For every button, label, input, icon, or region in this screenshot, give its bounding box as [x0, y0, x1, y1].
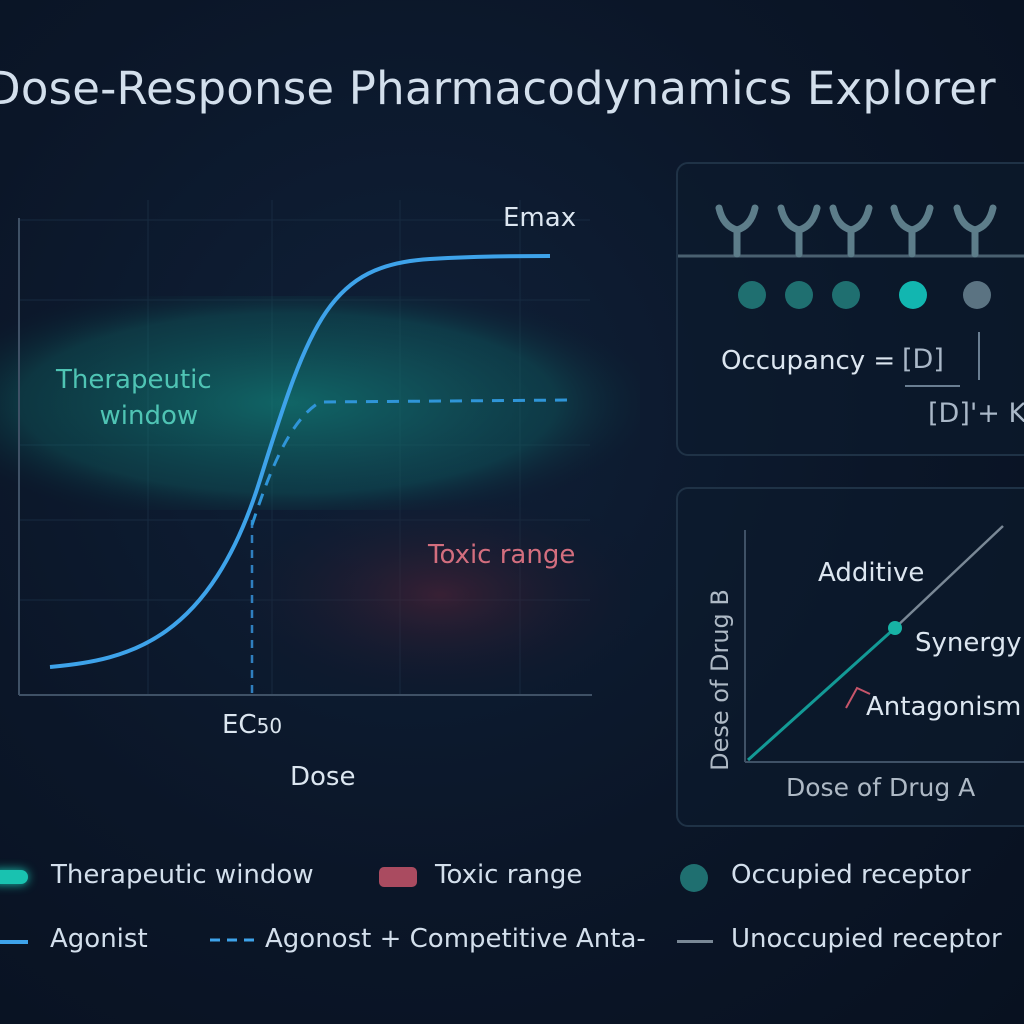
- therapeutic-label-line1: Therapeutic: [56, 365, 212, 395]
- drug-interaction-panel: [676, 487, 1024, 827]
- legend-toxic-swatch: [379, 867, 417, 887]
- receptor-icon: [715, 204, 759, 258]
- agonist-curve: [49, 254, 551, 669]
- legend-therapeutic-label: Therapeutic window: [51, 860, 314, 890]
- legend-toxic-label: Toxic range: [435, 860, 583, 890]
- receptor-icon: [953, 204, 997, 258]
- receptor-icon: [777, 204, 821, 258]
- drug-b-axis-label: Dese of Drug B: [706, 589, 734, 771]
- occupancy-formula-left: Occupancy =: [721, 346, 896, 376]
- formula-denominator-text: [D]'+ K: [928, 398, 1024, 429]
- additive-line: [894, 525, 1004, 629]
- axes: [18, 218, 592, 696]
- synergy-line: [746, 626, 897, 762]
- antagonism-label: Antagonism: [866, 692, 1022, 722]
- legend-unoccupied-swatch: [677, 940, 713, 943]
- occupancy-formula-numerator: [D]: [902, 344, 944, 375]
- legend-agonist-label: Agonist: [50, 924, 148, 954]
- legend-occupied-swatch: [680, 864, 708, 892]
- occupied-receptor-dot: [785, 281, 813, 309]
- ec50-label-text: EC: [222, 710, 257, 740]
- therapeutic-window-band: [0, 296, 640, 510]
- synergy-label: Synergy: [915, 628, 1022, 658]
- legend-agonist-swatch: [0, 940, 28, 944]
- synergy-point: [888, 621, 902, 635]
- drug-a-axis-label: Dose of Drug A: [786, 773, 976, 802]
- ec50-subscript: 50: [256, 714, 283, 738]
- page-title: Dose-Response Pharmacodynamics Explorer: [0, 62, 996, 115]
- additive-label: Additive: [818, 558, 925, 588]
- therapeutic-label-line2: window: [99, 401, 199, 431]
- therapeutic-window-label: Therapeutic window: [56, 362, 212, 434]
- legend-occupied-label: Occupied receptor: [731, 860, 971, 890]
- dose-axis-label: Dose: [290, 762, 356, 792]
- ec50-label: EC50: [222, 710, 282, 740]
- occupied-receptor-dot: [832, 281, 860, 309]
- legend-therapeutic-swatch: [0, 870, 28, 884]
- legend-agonist-antagonist-label: Agonost + Competitive Anta-: [265, 924, 646, 954]
- unoccupied-receptor-dot: [963, 281, 991, 309]
- occupied-receptor-dot: [738, 281, 766, 309]
- receptor-occupancy-panel: [676, 162, 1024, 456]
- receptor-icon: [829, 204, 873, 258]
- receptor-icon: [890, 204, 934, 258]
- emax-label: Emax: [503, 203, 577, 233]
- legend-unoccupied-label: Unoccupied receptor: [731, 924, 1002, 954]
- antagonism-marker: [845, 686, 871, 709]
- toxic-range-band: [250, 500, 630, 690]
- toxic-range-label: Toxic range: [428, 540, 576, 570]
- legend-dashed-swatch: [210, 938, 254, 942]
- occupancy-formula-denominator: [D]'+ Kd: [928, 398, 1024, 429]
- occupied-receptor-dot: [899, 281, 927, 309]
- agonist-antagonist-curve: [250, 398, 571, 526]
